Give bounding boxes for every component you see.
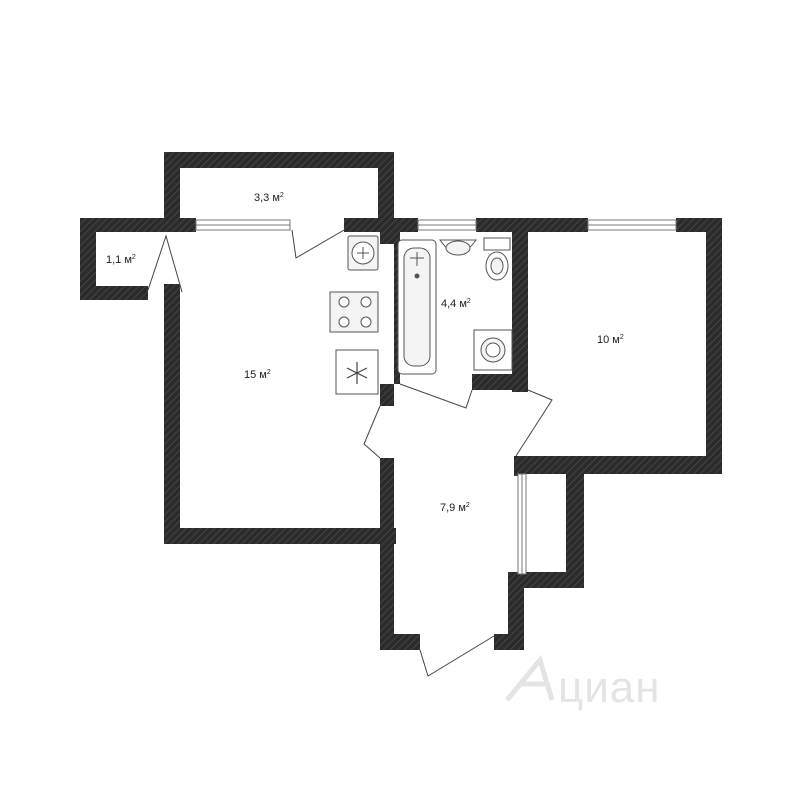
door-storage xyxy=(147,234,183,293)
fixtures xyxy=(329,235,513,395)
snowflake-icon xyxy=(335,349,379,395)
area-living-room: 15 м2 xyxy=(244,369,271,381)
area-balcony-top: 3,3 м2 xyxy=(254,192,284,204)
walls xyxy=(80,152,722,650)
watermark: циан xyxy=(505,654,661,712)
sink-icon-bath xyxy=(439,239,477,256)
door-bedroom xyxy=(515,389,553,457)
wall-bedroom-bottom xyxy=(514,456,722,474)
wall-storage-bottom xyxy=(80,286,148,300)
wall-hall-left xyxy=(380,540,394,650)
door-living xyxy=(363,405,381,459)
wall-living-bottom xyxy=(164,528,396,544)
washing-machine-icon xyxy=(473,329,513,371)
cian-logo-icon xyxy=(505,654,555,702)
room-labels: 3,3 м2 1,1 м2 4,4 м2 10 м2 15 м2 7,9 м2 xyxy=(106,192,624,514)
wall-bath-bottom xyxy=(472,374,528,390)
wall-storage-left xyxy=(80,218,96,300)
doors xyxy=(147,229,553,677)
toilet-icon xyxy=(483,237,511,281)
door-entrance xyxy=(419,635,495,677)
area-bedroom: 10 м2 xyxy=(597,334,624,346)
wall-hall-bottom-left xyxy=(380,634,420,650)
wall-living-left xyxy=(164,284,180,544)
door-balcony xyxy=(291,229,345,259)
wall-balcony-top xyxy=(164,152,394,168)
wall-partition-living-2 xyxy=(380,384,394,406)
wall-top-mid2 xyxy=(476,218,588,232)
area-storage-left: 1,1 м2 xyxy=(106,254,136,266)
wall-partition-living-3 xyxy=(380,458,394,544)
wall-balcony-left xyxy=(164,152,180,230)
wall-balcony-right xyxy=(378,152,394,230)
sink-icon xyxy=(347,235,379,271)
wall-hall-step-v xyxy=(508,572,524,650)
wall-balcony2-right xyxy=(566,466,584,588)
wall-storage-top xyxy=(80,218,180,232)
wall-partition-living xyxy=(380,218,394,244)
wall-bath-right xyxy=(512,232,528,392)
door-bath xyxy=(399,383,473,409)
wall-hall-right-top xyxy=(514,456,526,476)
bathtub-icon xyxy=(397,239,437,375)
windows xyxy=(195,219,677,575)
wall-bath-left xyxy=(394,232,400,384)
area-bathroom: 4,4 м2 xyxy=(441,298,471,310)
wall-bedroom-right xyxy=(706,218,722,474)
watermark-text: циан xyxy=(558,663,661,712)
area-hallway: 7,9 м2 xyxy=(440,502,470,514)
wall-hall-step-h xyxy=(508,572,584,588)
stove-icon xyxy=(329,291,379,333)
